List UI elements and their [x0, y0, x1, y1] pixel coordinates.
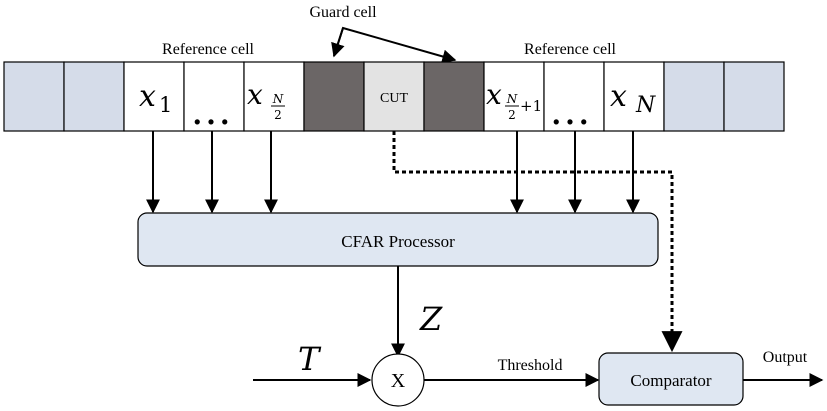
svg-text:N: N — [635, 93, 656, 118]
ellipsis-right: ... — [551, 98, 592, 131]
threshold-label: Threshold — [498, 357, 563, 374]
guard-cell-pointer-left — [331, 27, 345, 58]
svg-text:1: 1 — [159, 93, 172, 117]
empty-cell-2 — [63, 61, 125, 132]
svg-text:+1: +1 — [520, 97, 542, 115]
x1-symbol: x 1 — [139, 79, 172, 117]
svg-text:x: x — [486, 78, 502, 111]
svg-text:N: N — [506, 92, 518, 106]
svg-text:2: 2 — [508, 108, 516, 122]
reference-cell-dots-right — [543, 61, 605, 132]
reference-cell-label-right: Reference cell — [524, 41, 616, 58]
svg-text:2: 2 — [274, 108, 282, 122]
guard-cell-label: Guard cell — [309, 4, 377, 21]
xn-symbol: x N — [610, 79, 656, 118]
xhalf1-symbol: x N 2 +1 — [486, 78, 542, 122]
svg-text:x: x — [247, 78, 263, 111]
reference-cell-x1 — [123, 61, 185, 132]
empty-cell-4 — [723, 61, 785, 132]
guard-cell-right — [423, 61, 485, 132]
empty-cell-1 — [3, 61, 65, 132]
ellipsis-left: ... — [192, 98, 233, 131]
guard-cell-left — [303, 61, 365, 132]
xhalf-symbol: x N 2 — [247, 78, 285, 122]
cut-label: CUT — [380, 91, 408, 106]
svg-text:x: x — [610, 79, 627, 114]
reference-cell-xhalf — [243, 61, 305, 132]
svg-text:x: x — [139, 79, 156, 114]
svg-text:N: N — [272, 92, 284, 106]
cfar-processor-label: CFAR Processor — [341, 232, 455, 251]
reference-to-processor-arrows — [146, 131, 640, 214]
t-label: T — [298, 340, 322, 378]
reference-cell-xhalf1 — [483, 61, 545, 132]
output-label: Output — [763, 349, 808, 366]
multiplier-label: X — [391, 370, 406, 392]
comparator-label: Comparator — [630, 371, 712, 390]
guard-cell-pointer — [333, 26, 457, 64]
cell-row — [3, 61, 785, 132]
z-label: Z — [419, 300, 443, 338]
empty-cell-3 — [663, 61, 725, 132]
cut-to-comparator-dotted — [392, 131, 683, 353]
reference-cell-label-left: Reference cell — [162, 41, 254, 58]
